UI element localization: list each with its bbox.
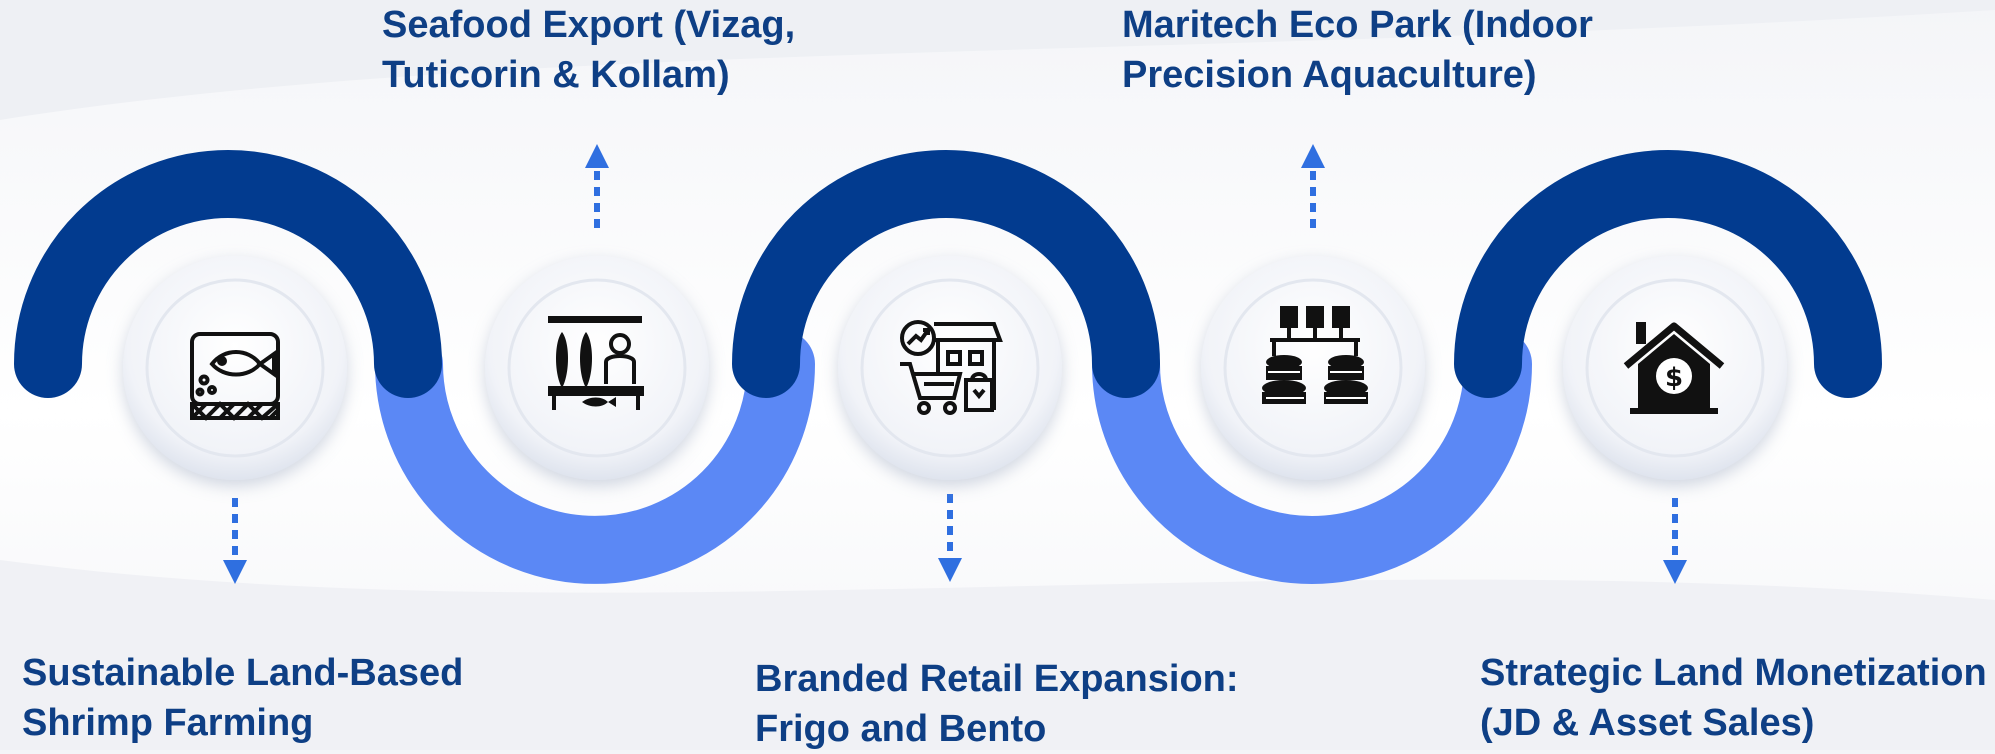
svg-text:$: $ (1665, 363, 1683, 393)
step-label-2: Seafood Export (Vizag, Tuticorin & Kolla… (382, 0, 795, 100)
step-label-3-line-2: Frigo and Bento (755, 708, 1047, 750)
step-label-1-line-1: Sustainable Land-Based (22, 652, 464, 694)
step-label-4-line-2: Precision Aquaculture) (1122, 54, 1537, 96)
step-label-4-line-1: Maritech Eco Park (Indoor (1122, 4, 1593, 46)
step-label-1: Sustainable Land-Based Shrimp Farming (22, 648, 463, 748)
step-label-2-line-2: Tuticorin & Kollam) (382, 54, 730, 96)
connector-arc-lower-1 (375, 330, 815, 584)
step-circle-3 (838, 256, 1062, 480)
step-label-3-line-1: Branded Retail Expansion: (755, 658, 1239, 700)
step-label-2-line-1: Seafood Export (Vizag, (382, 4, 796, 46)
fish-tank-icon (190, 332, 280, 421)
step-circle-1 (123, 256, 347, 480)
step-circle-2 (485, 256, 709, 480)
connector-arc-upper-3 (1454, 150, 1882, 398)
connector-arc-upper-2 (732, 150, 1160, 398)
step-label-3: Branded Retail Expansion: Frigo and Bent… (755, 654, 1239, 754)
step-label-5: Strategic Land Monetization (JD & Asset … (1480, 648, 1987, 748)
seafood-processing-icon (548, 316, 644, 410)
connector-arc-lower-2 (1092, 330, 1532, 584)
aquaculture-tanks-icon (1262, 306, 1368, 404)
step-label-1-line-2: Shrimp Farming (22, 702, 314, 744)
step-label-5-line-1: Strategic Land Monetization (1480, 652, 1987, 694)
step-label-4: Maritech Eco Park (Indoor Precision Aqua… (1122, 0, 1593, 100)
step-circle-4 (1201, 256, 1425, 480)
step-label-5-line-2: (JD & Asset Sales) (1480, 702, 1815, 744)
connector-arc-upper-1 (14, 150, 442, 398)
retail-store-cart-icon (900, 320, 1003, 415)
house-dollar-icon: $ (1623, 322, 1725, 414)
